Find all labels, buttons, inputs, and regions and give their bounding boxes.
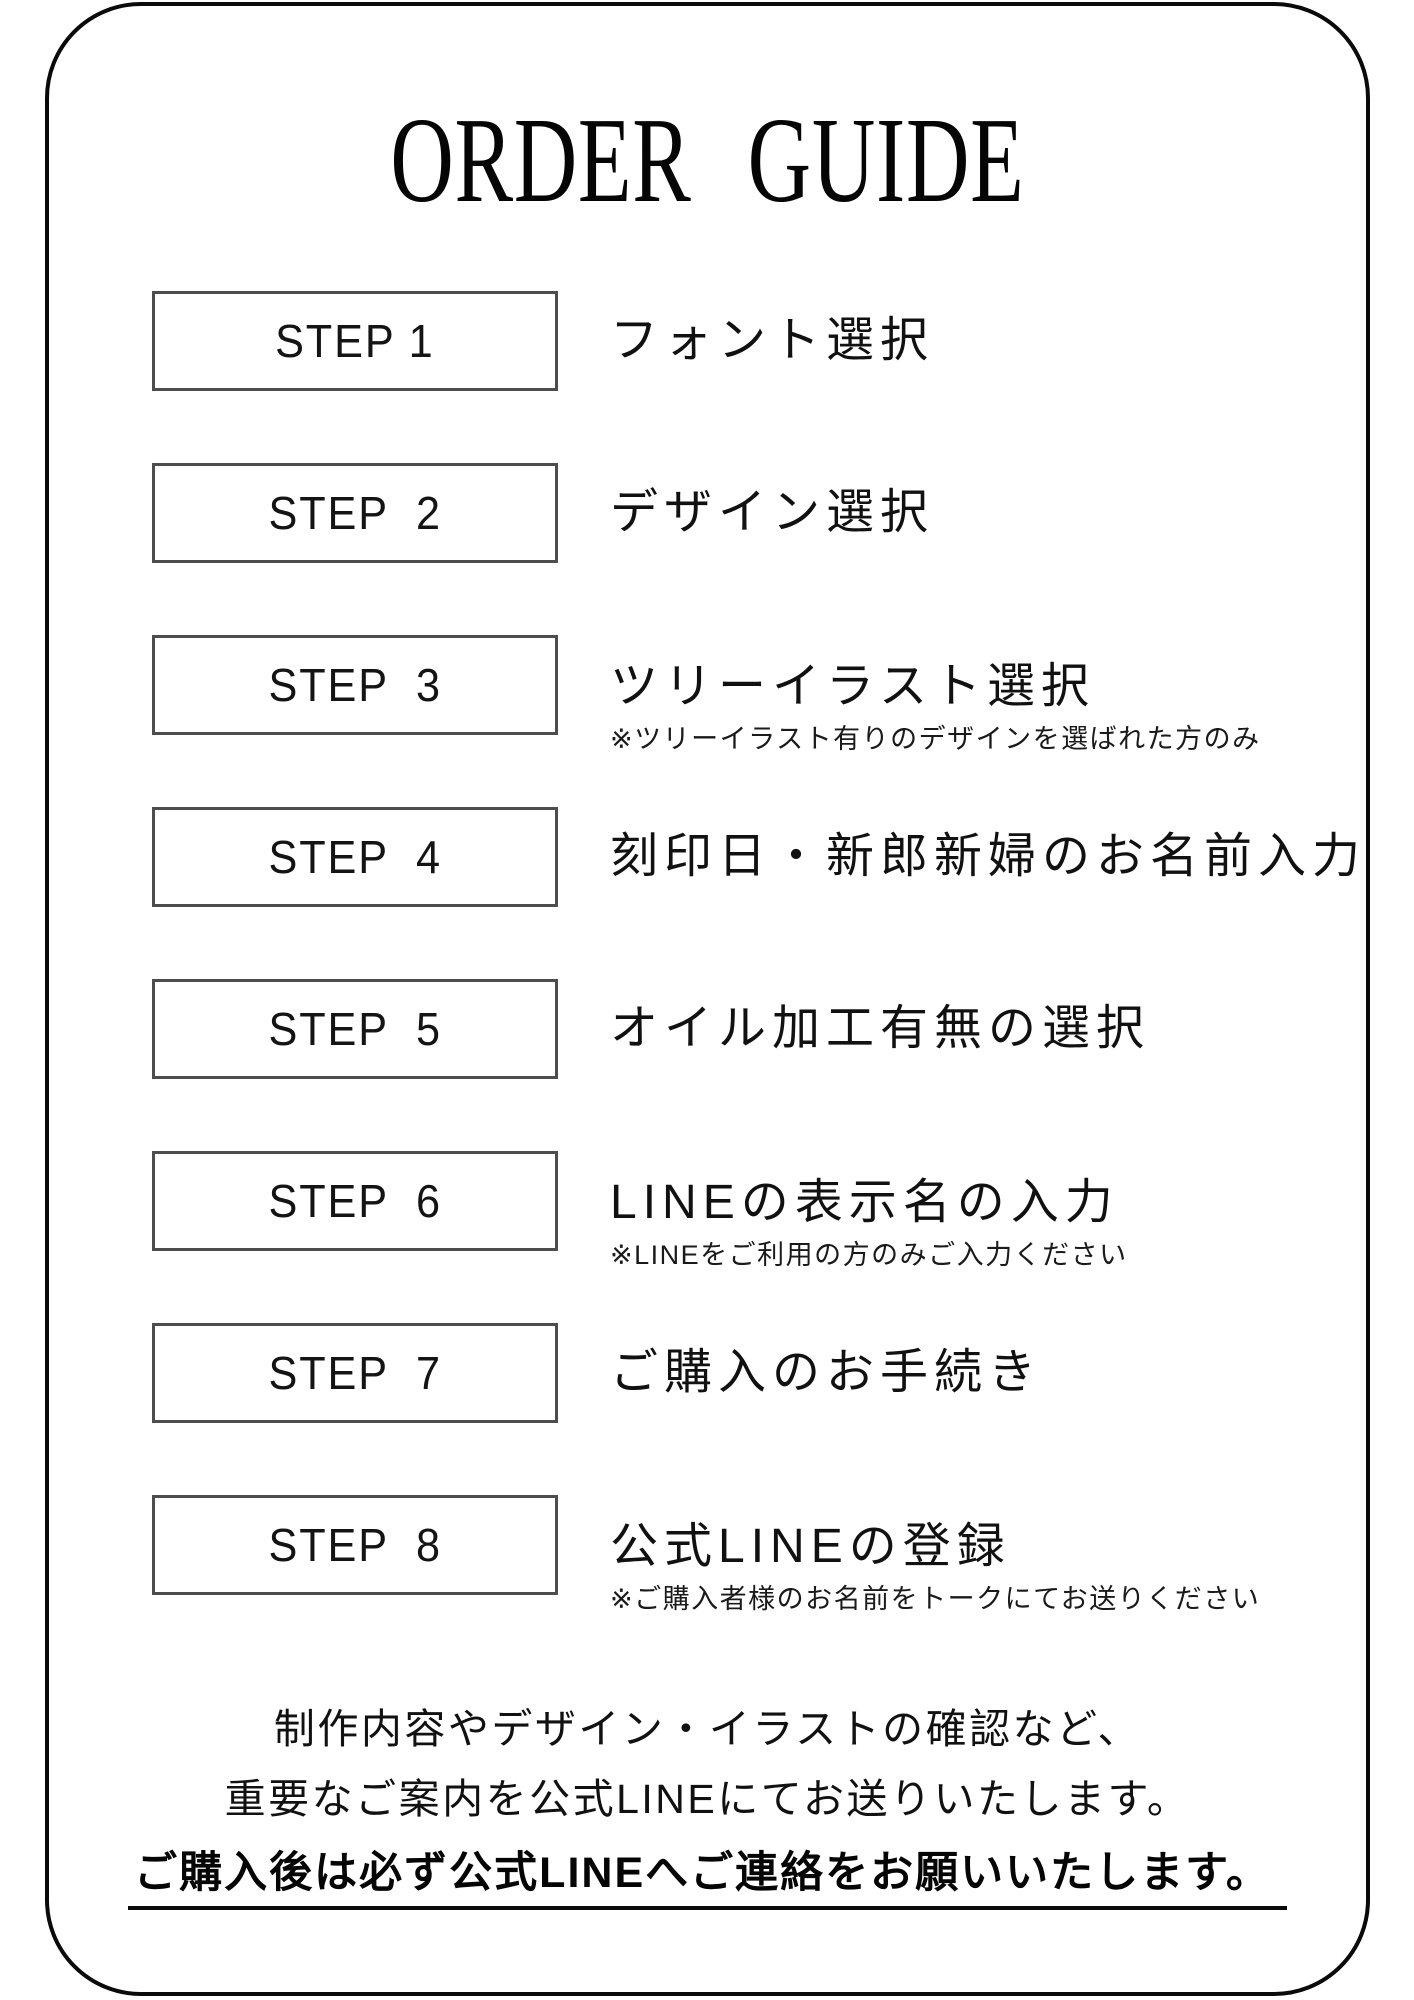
step-2-label: STEP 2 bbox=[268, 487, 442, 539]
step-row-7: STEP 7 ご購入のお手続き bbox=[152, 1323, 1316, 1423]
step-8-description-text: 公式LINEの登録 bbox=[610, 1519, 1011, 1573]
step-1-description: フォント選択 bbox=[610, 291, 934, 391]
step-5-label: STEP 5 bbox=[268, 1003, 442, 1055]
step-7-number-box: STEP 7 bbox=[152, 1323, 558, 1423]
step-2-description: デザイン選択 bbox=[610, 463, 934, 563]
step-3-number-box: STEP 3 bbox=[152, 635, 558, 735]
step-2-number-box: STEP 2 bbox=[152, 463, 558, 563]
step-1-label: STEP 1 bbox=[275, 315, 435, 367]
step-3-label: STEP 3 bbox=[268, 659, 442, 711]
footer-notice: 制作内容やデザイン・イラストの確認など、 重要なご案内を公式LINEにてお送りい… bbox=[49, 1706, 1366, 1910]
footer-line-3-wrap: ご購入後は必ず公式LINEへご連絡をお願いいたします。 bbox=[49, 1846, 1366, 1910]
step-2-description-text: デザイン選択 bbox=[610, 486, 935, 540]
step-6-label: STEP 6 bbox=[268, 1175, 442, 1227]
step-5-number-box: STEP 5 bbox=[152, 979, 558, 1079]
page-title: ORDER GUIDE bbox=[49, 100, 1366, 222]
footer-important-notice: ご購入後は必ず公式LINEへご連絡をお願いいたします。 bbox=[128, 1850, 1287, 1910]
step-3-description: ツリーイラスト選択 ※ツリーイラスト有りのデザインを選ばれた方のみ bbox=[610, 635, 1261, 754]
step-row-5: STEP 5 オイル加工有無の選択 bbox=[152, 979, 1316, 1079]
step-1-number-box: STEP 1 bbox=[152, 291, 558, 391]
step-8-number-box: STEP 8 bbox=[152, 1495, 558, 1595]
step-row-8: STEP 8 公式LINEの登録 ※ご購入者様のお名前をトークにてお送りください bbox=[152, 1495, 1316, 1614]
step-8-description: 公式LINEの登録 ※ご購入者様のお名前をトークにてお送りください bbox=[610, 1495, 1260, 1614]
footer-line-2: 重要なご案内を公式LINEにてお送りいたします。 bbox=[224, 1776, 1191, 1823]
step-5-description-text: オイル加工有無の選択 bbox=[610, 1002, 1151, 1056]
step-3-description-text: ツリーイラスト選択 bbox=[610, 659, 1096, 713]
page-title-text: ORDER GUIDE bbox=[390, 93, 1025, 228]
step-row-4: STEP 4 刻印日・新郎新婦のお名前入力 bbox=[152, 807, 1360, 907]
step-5-description: オイル加工有無の選択 bbox=[610, 979, 1150, 1079]
step-4-description-text: 刻印日・新郎新婦のお名前入力 bbox=[610, 830, 1367, 884]
step-4-label: STEP 4 bbox=[268, 831, 442, 883]
step-8-description-note: ※ご購入者様のお名前をトークにてお送りください bbox=[610, 1584, 1261, 1615]
step-7-description: ご購入のお手続き bbox=[610, 1323, 1042, 1423]
step-6-description-note: ※LINEをご利用の方のみご入力ください bbox=[610, 1240, 1128, 1271]
step-4-number-box: STEP 4 bbox=[152, 807, 558, 907]
step-row-1: STEP 1 フォント選択 bbox=[152, 291, 1316, 391]
step-6-description-text: LINEの表示名の入力 bbox=[610, 1175, 1119, 1229]
step-7-description-text: ご購入のお手続き bbox=[610, 1346, 1043, 1400]
step-8-label: STEP 8 bbox=[268, 1519, 442, 1571]
step-3-description-note: ※ツリーイラスト有りのデザインを選ばれた方のみ bbox=[610, 724, 1261, 755]
step-1-description-text: フォント選択 bbox=[610, 314, 935, 368]
footer-line-1: 制作内容やデザイン・イラストの確認など、 bbox=[273, 1706, 1142, 1752]
step-row-3: STEP 3 ツリーイラスト選択 ※ツリーイラスト有りのデザインを選ばれた方のみ bbox=[152, 635, 1316, 754]
steps-list: STEP 1 フォント選択 STEP 2 デザイン選択 STEP 3 ツリーイラ… bbox=[152, 291, 1360, 1667]
step-6-number-box: STEP 6 bbox=[152, 1151, 558, 1251]
order-guide-card: ORDER GUIDE STEP 1 フォント選択 STEP 2 デザイン選択 … bbox=[45, 2, 1370, 1996]
step-4-description: 刻印日・新郎新婦のお名前入力 bbox=[610, 807, 1366, 907]
step-7-label: STEP 7 bbox=[268, 1347, 442, 1399]
step-row-6: STEP 6 LINEの表示名の入力 ※LINEをご利用の方のみご入力ください bbox=[152, 1151, 1316, 1270]
step-row-2: STEP 2 デザイン選択 bbox=[152, 463, 1316, 563]
step-6-description: LINEの表示名の入力 ※LINEをご利用の方のみご入力ください bbox=[610, 1151, 1128, 1270]
